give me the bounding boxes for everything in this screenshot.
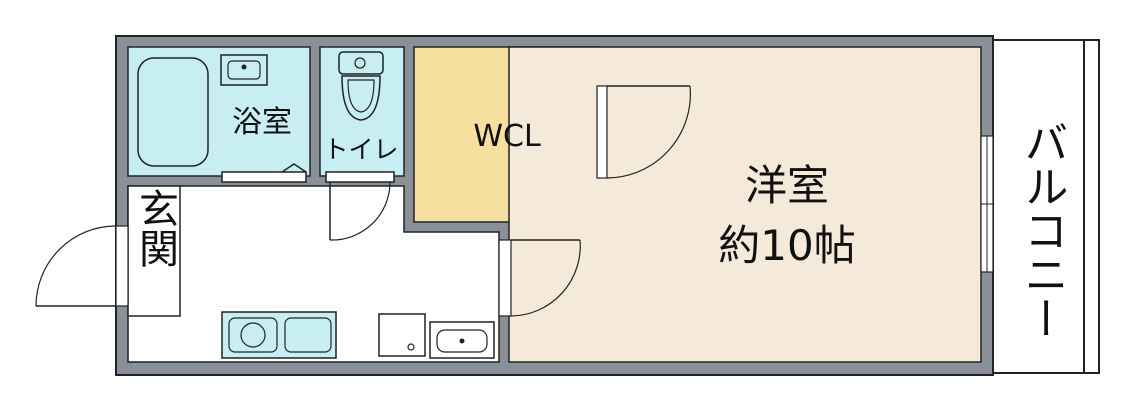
toilet-icon — [338, 51, 384, 121]
entrance-door-icon — [35, 225, 129, 307]
balcony-window-icon — [980, 135, 994, 273]
entrance-label: 玄関 — [132, 188, 178, 268]
balcony-label: バルコニー — [1017, 120, 1068, 340]
toilet-label: トイレ — [323, 135, 398, 164]
wcl-door-icon — [596, 85, 691, 179]
kitchen-stove-icon — [221, 311, 337, 359]
washbasin-icon — [429, 321, 495, 359]
bathtub-icon — [137, 57, 209, 167]
room-door-icon — [498, 239, 581, 317]
wcl-label: WCL — [473, 119, 541, 154]
toilet-door-icon — [325, 171, 395, 241]
bath-label: 浴室 — [232, 105, 292, 140]
bath-door-icon — [221, 163, 307, 183]
western-room-area — [508, 46, 982, 363]
balcony-area — [992, 39, 1100, 374]
western-room-label: 洋室 — [745, 161, 829, 210]
bath-basin-icon — [220, 54, 268, 86]
fridge-space-icon — [378, 313, 426, 357]
entrance-area — [127, 185, 181, 317]
western-room-size-label: 約10帖 — [718, 221, 855, 270]
